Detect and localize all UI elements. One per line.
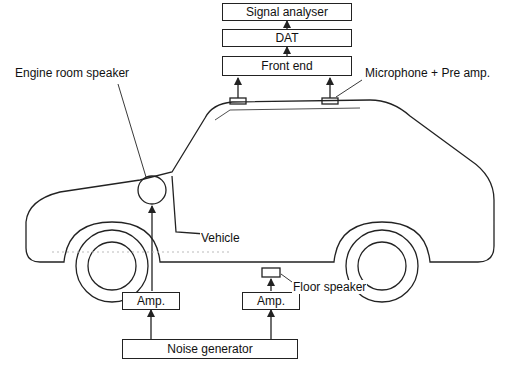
engine-room-speaker xyxy=(138,176,166,204)
generator-box: Noise generator xyxy=(122,339,298,359)
signal-arrow xyxy=(286,47,287,56)
analyser-box: Signal analyser xyxy=(222,3,352,21)
mic-wire xyxy=(237,78,238,98)
leader-line xyxy=(336,80,362,97)
window-line xyxy=(215,108,360,120)
firewall-line xyxy=(172,176,205,234)
signal-arrow xyxy=(270,310,271,339)
speaker-wire xyxy=(270,279,271,291)
microphone xyxy=(322,98,338,104)
leader-line xyxy=(281,274,292,282)
amplifier-box: Amp. xyxy=(122,292,180,310)
dat-box: DAT xyxy=(222,29,352,47)
box-label: Amp. xyxy=(137,294,165,308)
microphone xyxy=(230,98,246,104)
box-label: Amp. xyxy=(257,294,285,308)
speaker-wire xyxy=(151,206,152,291)
mic-wire xyxy=(329,78,330,98)
callout-label: Microphone + Pre amp. xyxy=(364,66,491,80)
front-end-box: Front end xyxy=(222,56,352,76)
box-label: Front end xyxy=(261,59,312,73)
leader-line xyxy=(118,84,146,177)
floor-speaker xyxy=(262,268,280,277)
vehicle-label: Vehicle xyxy=(200,231,241,245)
signal-arrow xyxy=(286,21,287,29)
front-wheel-hub xyxy=(88,242,136,290)
signal-arrow xyxy=(150,310,151,339)
car-body xyxy=(26,100,494,262)
box-label: Signal analyser xyxy=(246,5,328,19)
box-label: Noise generator xyxy=(167,342,252,356)
ground-dots xyxy=(52,252,230,253)
amplifier-box: Amp. xyxy=(242,292,300,310)
callout-label: Engine room speaker xyxy=(14,66,130,80)
callout-label: Floor speaker xyxy=(292,280,367,294)
box-label: DAT xyxy=(275,31,298,45)
